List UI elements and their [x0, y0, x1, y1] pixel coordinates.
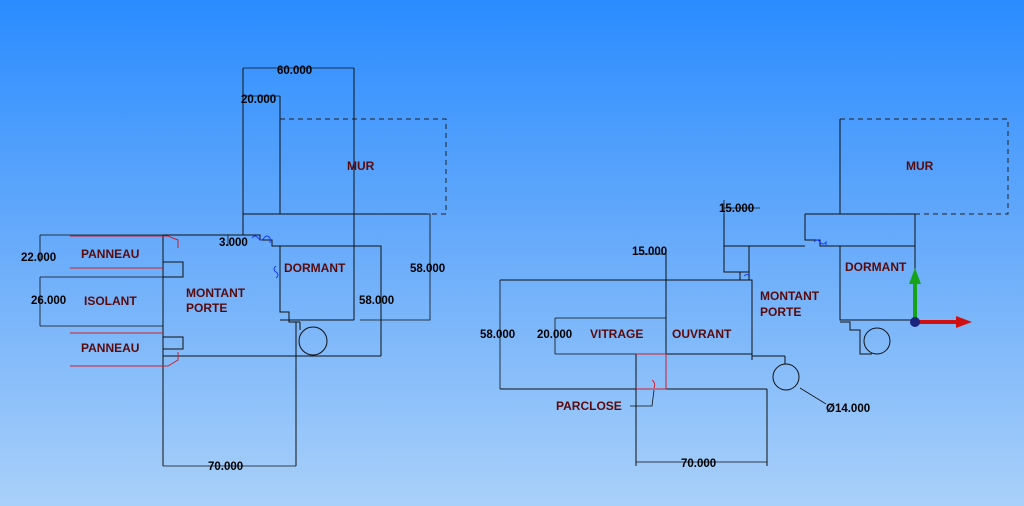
right-dim-20[interactable]: 20.000 [537, 329, 572, 341]
left-montant-profile [162, 234, 243, 466]
right-dim-15-top[interactable]: 15.000 [719, 203, 754, 215]
left-dim-26[interactable]: 26.000 [31, 295, 66, 307]
right-label-dormant: DORMANT [845, 260, 907, 274]
left-wall-outline [280, 118, 447, 215]
left-dim-60[interactable]: 60.000 [277, 65, 312, 77]
left-seal-side [273, 265, 279, 279]
left-section-view [39, 67, 447, 467]
left-wall-edge [242, 68, 426, 215]
left-label-mur: MUR [347, 159, 375, 173]
left-dim-22[interactable]: 22.000 [21, 252, 56, 264]
right-dim-58[interactable]: 58.000 [480, 329, 515, 341]
right-label-mur: MUR [906, 159, 934, 173]
left-label-montant: MONTANT [186, 286, 246, 300]
right-hinge-circle-lower [772, 363, 800, 391]
right-seal-top [813, 239, 827, 246]
left-dim-70[interactable]: 70.000 [208, 461, 243, 473]
right-dormant-profile [839, 246, 915, 321]
right-seal-side [743, 274, 751, 277]
right-label-ouvrant: OUVRANT [672, 327, 732, 341]
left-label-dormant: DORMANT [284, 261, 346, 275]
triad-origin-icon [910, 317, 920, 327]
triad-y-arrowhead-icon [909, 268, 921, 284]
right-dim-diam14[interactable]: Ø14.000 [826, 403, 870, 415]
left-dim-58-inner[interactable]: 58.000 [359, 295, 394, 307]
left-dim-3[interactable]: 3.000 [219, 237, 248, 249]
right-section-view [499, 118, 1009, 466]
right-label-porte: PORTE [760, 305, 801, 319]
right-label-parclose: PARCLOSE [556, 399, 622, 413]
left-seal-top [251, 235, 271, 243]
left-dim-20[interactable]: 20.000 [241, 94, 276, 106]
left-label-panneau-top: PANNEAU [81, 247, 139, 261]
right-ouvrant-profile [500, 279, 768, 466]
left-hinge-circle [298, 326, 328, 356]
right-dim-70[interactable]: 70.000 [681, 458, 716, 470]
left-dim-58-outer[interactable]: 58.000 [410, 263, 445, 275]
left-label-panneau-bottom: PANNEAU [81, 341, 139, 355]
left-label-isolant: ISOLANT [84, 294, 137, 308]
triad-x-arrowhead-icon [956, 316, 972, 328]
left-panneau-top [70, 235, 179, 248]
right-parclose [636, 353, 667, 390]
right-montant-profile [723, 214, 785, 357]
right-label-vitrage: VITRAGE [590, 327, 643, 341]
left-label-porte: PORTE [186, 301, 227, 315]
left-dormant-profile [242, 214, 382, 356]
right-hinge-circle-upper [863, 327, 891, 355]
right-dim-15-mid[interactable]: 15.000 [632, 246, 667, 258]
coordinate-triad [909, 268, 972, 328]
right-wall-outline [840, 118, 1009, 215]
right-label-montant: MONTANT [760, 289, 820, 303]
